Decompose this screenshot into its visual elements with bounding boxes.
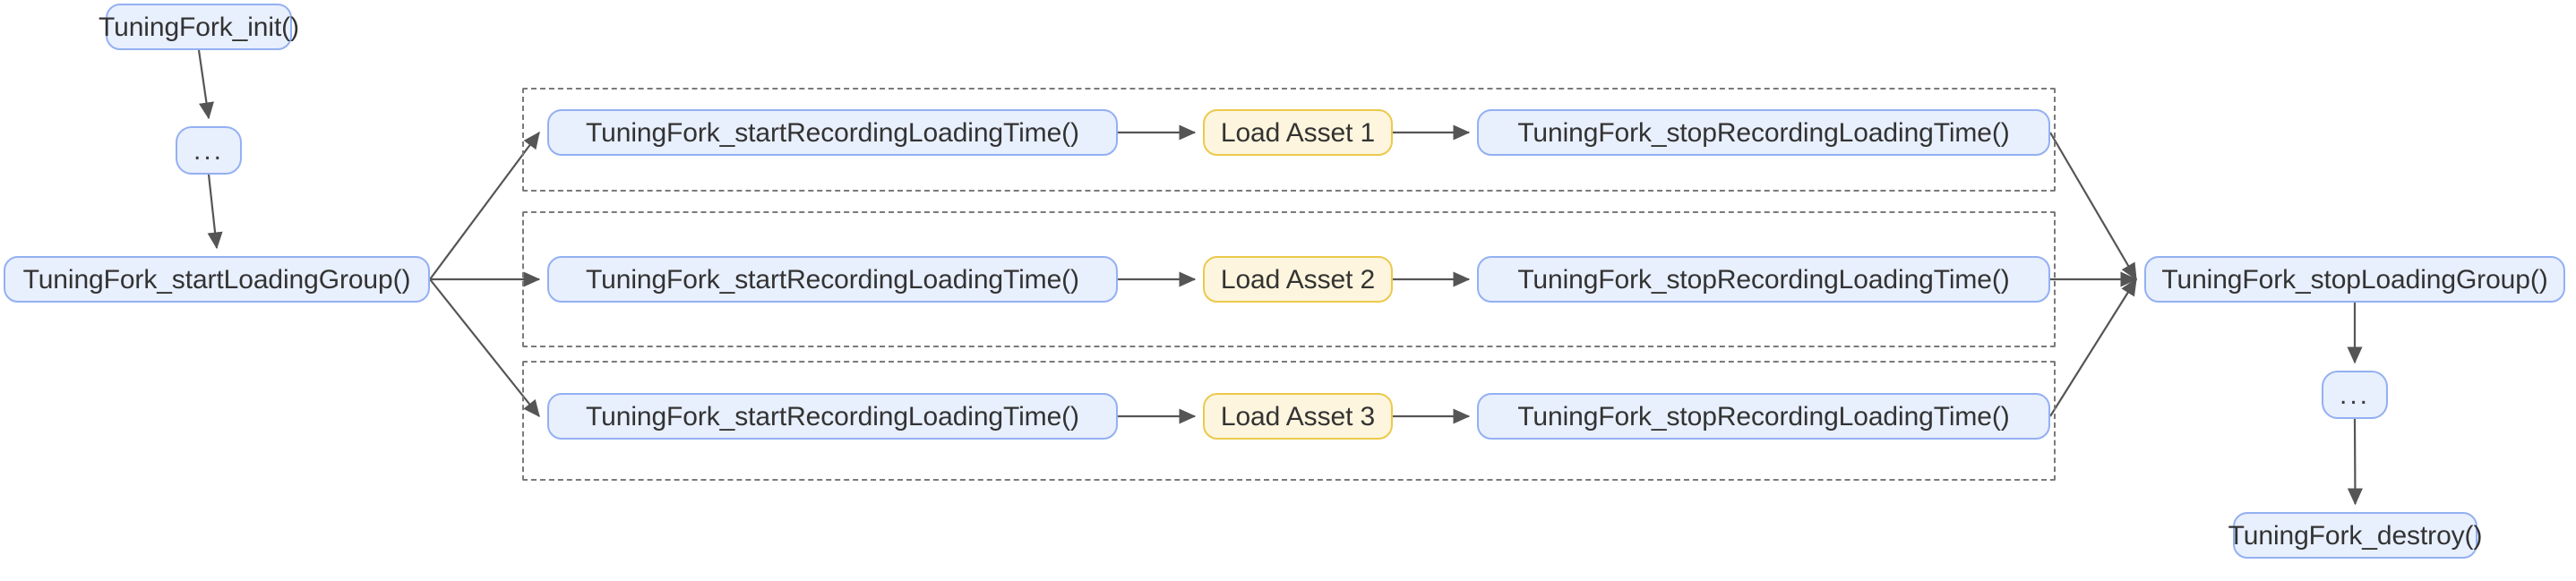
node-label-stop_rec_3: TuningFork_stopRecordingLoadingTime(): [1517, 401, 2010, 431]
node-label-start_rec_3: TuningFork_startRecordingLoadingTime(): [586, 401, 1079, 431]
edge-init-to-dots_top: [197, 49, 214, 120]
node-asset_2[interactable]: Load Asset 2: [1203, 256, 1393, 303]
node-label-dots_bottom: ...: [2339, 380, 2370, 410]
node-label-dots_top: ...: [193, 135, 224, 166]
node-label-init: TuningFork_init(): [99, 12, 299, 42]
node-start_rec_1[interactable]: TuningFork_startRecordingLoadingTime(): [547, 109, 1118, 156]
node-start_group[interactable]: TuningFork_startLoadingGroup(): [4, 256, 430, 303]
edge-stop_rec_1-to-stop_group: [2049, 132, 2137, 281]
node-label-asset_2: Load Asset 2: [1220, 264, 1376, 295]
subgraph-group_row_1: [522, 88, 2056, 192]
node-label-stop_group: TuningFork_stopLoadingGroup(): [2161, 264, 2548, 295]
subgraph-group_row_3: [522, 361, 2056, 481]
node-stop_group[interactable]: TuningFork_stopLoadingGroup(): [2144, 256, 2565, 303]
node-stop_rec_3[interactable]: TuningFork_stopRecordingLoadingTime(): [1477, 393, 2050, 440]
node-label-start_rec_2: TuningFork_startRecordingLoadingTime(): [586, 264, 1079, 295]
edge-dots_top-to-start_group: [207, 174, 223, 250]
node-asset_3[interactable]: Load Asset 3: [1203, 393, 1393, 440]
edge-stop_rec_3-to-stop_group: [2049, 278, 2137, 417]
node-dots_top[interactable]: ...: [176, 126, 242, 175]
node-label-stop_rec_1: TuningFork_stopRecordingLoadingTime(): [1517, 117, 2010, 148]
node-dots_bottom[interactable]: ...: [2322, 371, 2388, 419]
node-label-asset_1: Load Asset 1: [1220, 117, 1376, 148]
node-label-destroy: TuningFork_destroy(): [2228, 520, 2483, 551]
edge-dots_bottom-to-destroy: [2347, 418, 2363, 506]
node-label-asset_3: Load Asset 3: [1220, 401, 1376, 431]
node-start_rec_2[interactable]: TuningFork_startRecordingLoadingTime(): [547, 256, 1118, 303]
node-init[interactable]: TuningFork_init(): [99, 4, 299, 50]
node-label-stop_rec_2: TuningFork_stopRecordingLoadingTime(): [1517, 264, 2010, 295]
node-destroy[interactable]: TuningFork_destroy(): [2228, 512, 2482, 559]
node-label-start_group: TuningFork_startLoadingGroup(): [22, 264, 411, 295]
node-label-start_rec_1: TuningFork_startRecordingLoadingTime(): [586, 117, 1079, 148]
node-stop_rec_1[interactable]: TuningFork_stopRecordingLoadingTime(): [1477, 109, 2050, 156]
node-start_rec_3[interactable]: TuningFork_startRecordingLoadingTime(): [547, 393, 1118, 440]
node-stop_rec_2[interactable]: TuningFork_stopRecordingLoadingTime(): [1477, 256, 2050, 303]
subgraph-group_row_2: [522, 211, 2056, 347]
node-asset_1[interactable]: Load Asset 1: [1203, 109, 1393, 156]
